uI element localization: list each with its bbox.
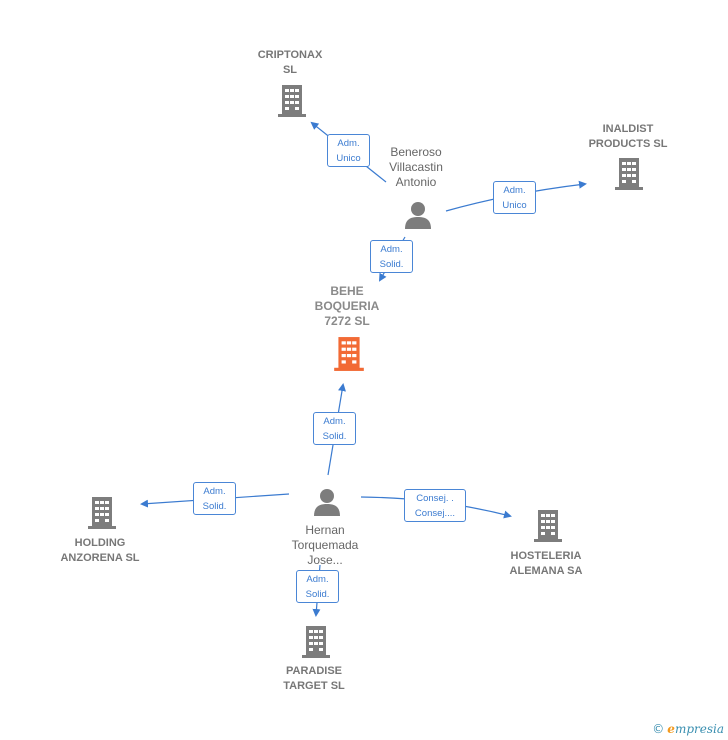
hosteleria-label[interactable]: HOSTELERIA ALEMANA SA — [509, 550, 583, 577]
copyright-symbol: © — [652, 722, 665, 736]
logo-text: mpresia — [674, 722, 724, 736]
edge-label-hernan-paradise[interactable]: Adm. Solid. — [296, 570, 339, 603]
edge-label-hernan-behe[interactable]: Adm. Solid. — [313, 412, 356, 445]
hosteleria-building-icon[interactable] — [533, 509, 563, 543]
edge-label-beneroso-behe[interactable]: Adm. Solid. — [370, 240, 413, 273]
paradise-label[interactable]: PARADISE TARGET SL — [283, 665, 345, 692]
inaldist-label[interactable]: INALDIST PRODUCTS SL — [588, 123, 668, 150]
criptonax-building-icon[interactable] — [277, 84, 307, 118]
holding-building-icon[interactable] — [87, 496, 117, 530]
holding-label[interactable]: HOLDING ANZORENA SL — [60, 537, 140, 564]
edge-label-beneroso-inaldist[interactable]: Adm. Unico — [493, 181, 536, 214]
behe-label[interactable]: BEHE BOQUERIA 7272 SL — [314, 284, 380, 328]
empresia-logo: ©empresia — [652, 722, 724, 736]
edge-label-hernan-hosteleria[interactable]: Consej. . Consej.... — [404, 489, 466, 522]
inaldist-building-icon[interactable] — [614, 157, 644, 191]
criptonax-label[interactable]: CRIPTONAX SL — [257, 49, 323, 76]
hernan-label[interactable]: Hernan Torquemada Jose... — [291, 523, 359, 567]
edge-label-hernan-holding[interactable]: Adm. Solid. — [193, 482, 236, 515]
paradise-building-icon[interactable] — [301, 625, 331, 659]
edge-label-beneroso-criptonax[interactable]: Adm. Unico — [327, 134, 370, 167]
behe-building-icon[interactable] — [333, 336, 365, 372]
beneroso-label[interactable]: Beneroso Villacastin Antonio — [389, 145, 443, 189]
logo-initial: e — [667, 722, 675, 736]
beneroso-person-icon[interactable] — [403, 200, 433, 230]
hernan-person-icon[interactable] — [312, 487, 342, 517]
